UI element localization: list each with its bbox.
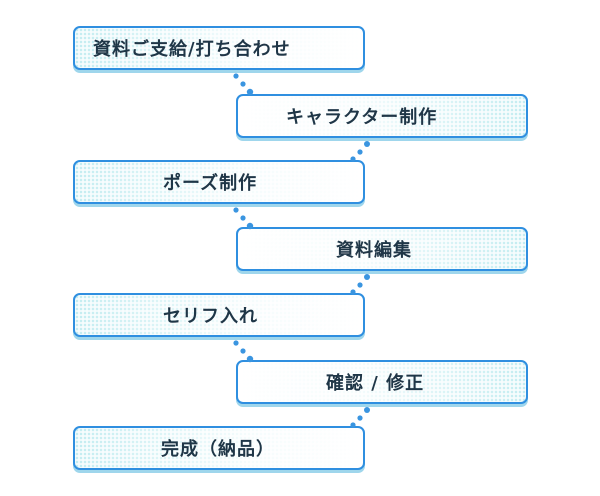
connector-dot: [357, 149, 363, 155]
step-7-label: 完成（納品）: [161, 439, 275, 460]
step-6-label: 確認 / 修正: [326, 373, 425, 394]
step-2-character-creation: キャラクター制作: [236, 94, 528, 138]
connector-dot: [364, 407, 370, 413]
step-4-material-editing: 資料編集: [236, 227, 528, 271]
connector-dot: [364, 274, 370, 280]
connector-dot: [233, 207, 239, 213]
step-1-label: 資料ご支給/打ち合わせ: [93, 39, 291, 60]
step-1-materials-meeting: 資料ご支給/打ち合わせ: [73, 26, 365, 70]
connector-dot: [240, 81, 246, 87]
connector-dot: [364, 141, 370, 147]
connector-dot: [233, 340, 239, 346]
connector-dot: [357, 282, 363, 288]
step-2-label: キャラクター制作: [286, 107, 438, 128]
connector-dot: [240, 215, 246, 221]
step-5-dialogue-insertion: セリフ入れ: [73, 293, 365, 337]
connector-dot: [233, 73, 239, 79]
step-3-label: ポーズ制作: [163, 173, 258, 194]
connector-dot: [240, 348, 246, 354]
step-6-review-revision: 確認 / 修正: [236, 360, 528, 404]
step-3-pose-creation: ポーズ制作: [73, 160, 365, 204]
connector-dot: [357, 415, 363, 421]
step-7-completion-delivery: 完成（納品）: [73, 426, 365, 470]
step-5-label: セリフ入れ: [163, 306, 258, 327]
step-4-label: 資料編集: [336, 240, 412, 261]
